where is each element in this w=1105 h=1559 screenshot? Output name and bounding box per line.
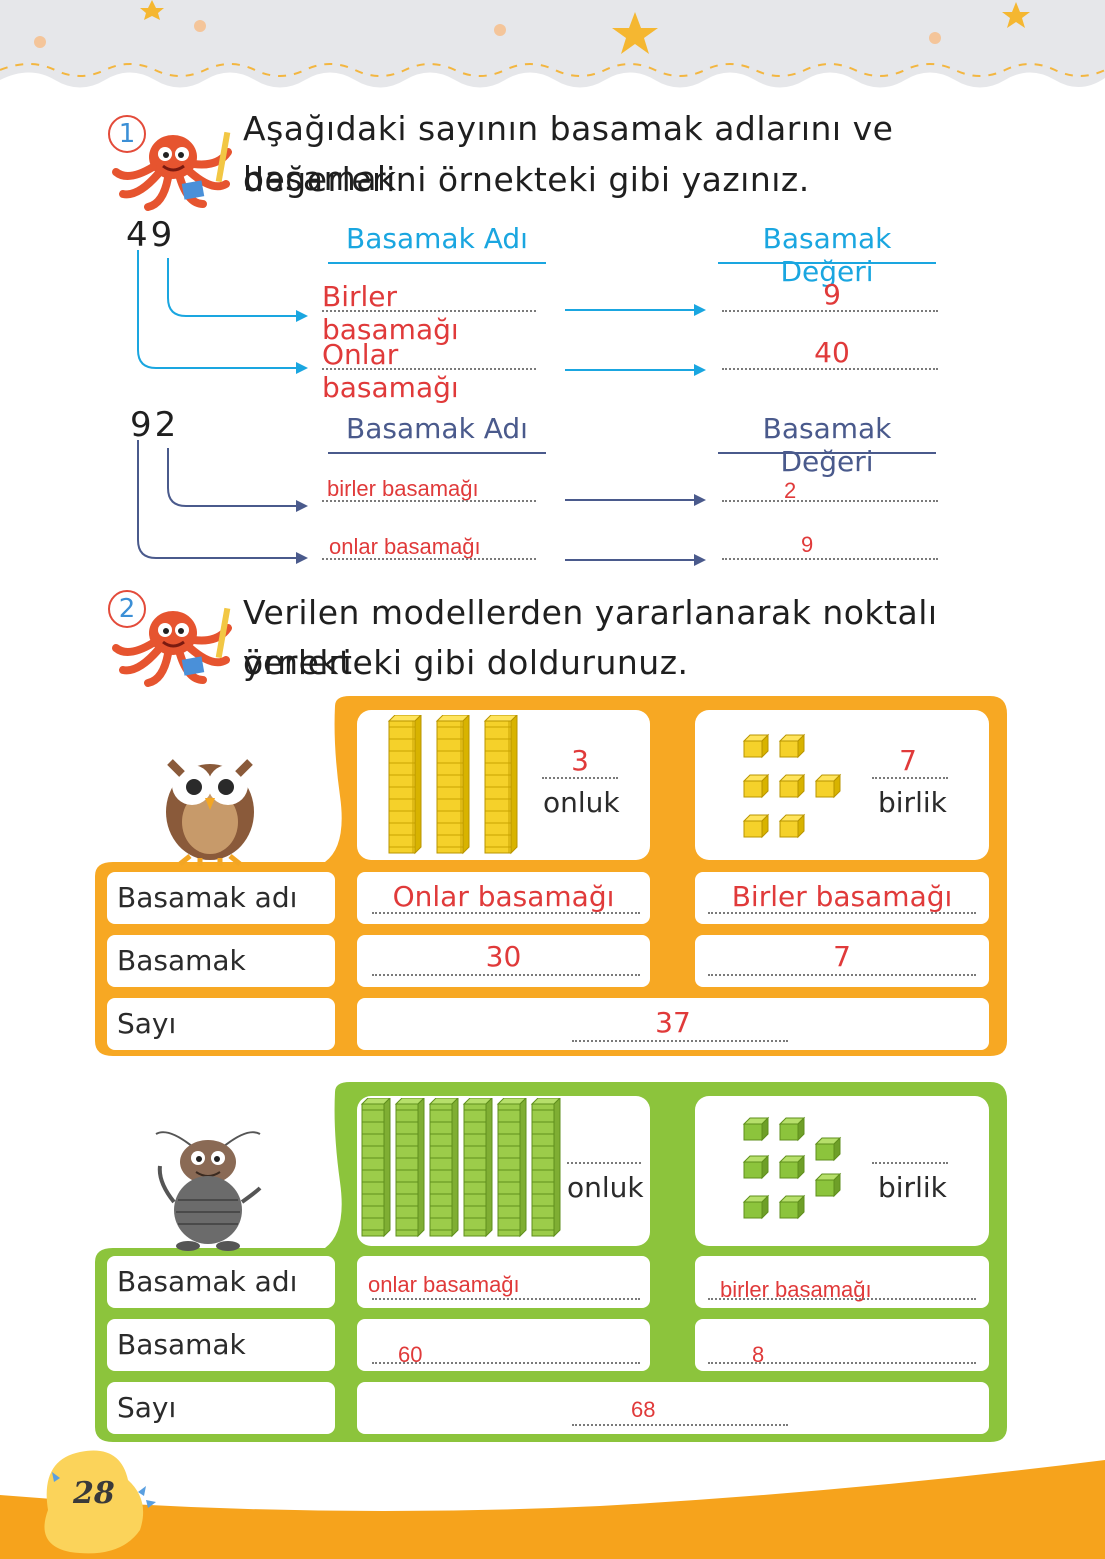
dotted-line (722, 500, 938, 502)
question-number-badge: 1 (108, 115, 146, 153)
example2-row2-value: 9 (801, 532, 814, 557)
dotted-line (708, 1362, 976, 1364)
model2-number-cell[interactable] (357, 1382, 989, 1434)
model2-ones-name: birler basamağı (720, 1277, 872, 1302)
dotted-line (322, 368, 536, 370)
model1-ones-name-cell[interactable] (695, 872, 989, 924)
question2-instruction-line2: örnekteki gibi doldurunuz. (243, 643, 689, 682)
model2-ones-value: 8 (752, 1342, 765, 1367)
model2-tens-word: onluk (567, 1171, 644, 1204)
octopus-mascot-icon (112, 131, 232, 211)
model1-ones-value-cell[interactable] (695, 935, 989, 987)
dotted-line (572, 1040, 788, 1042)
example2-head-value: Basamak Değeri (762, 412, 892, 478)
model1-tens-name-cell[interactable] (357, 872, 650, 924)
star-icon (140, 0, 164, 20)
model1-ones-blocks-icon (742, 733, 842, 839)
model1-ones-word: birlik (878, 786, 947, 819)
model1-label-basamak-adi: Basamak adı (107, 872, 335, 924)
model2-tens-value: 60 (398, 1342, 423, 1367)
model2-number: 68 (631, 1397, 656, 1422)
model2-label-sayi: Sayı (107, 1382, 335, 1434)
example1-head-value: Basamak Değeri (762, 222, 892, 288)
example1-head-name: Basamak Adı (346, 222, 528, 255)
example2-row1-value: 2 (784, 478, 797, 503)
example2-head-name: Basamak Adı (346, 412, 528, 445)
example2-row1-name: birler basamağı (327, 476, 479, 501)
model2-ones-blocks-icon (742, 1116, 842, 1220)
dotted-line (722, 558, 938, 560)
dotted-line (372, 1362, 640, 1364)
model1-tens-word: onluk (543, 786, 620, 819)
example1-row1-name: Birler basamağı (322, 280, 459, 346)
dotted-line (572, 1424, 788, 1426)
bug-mascot-icon (155, 1131, 262, 1251)
star-icon (612, 12, 658, 54)
example1-row2-value: 40 (814, 336, 850, 369)
question1-instruction-line1: Aşağıdaki sayının basamak adlarını ve ba… (243, 109, 894, 198)
model1-tens-value: 30 (485, 940, 522, 973)
model1-ones-value: 7 (833, 940, 851, 973)
model1-tens-count: 3 (571, 744, 589, 777)
model1-tens-value-cell[interactable] (357, 935, 650, 987)
divider (718, 262, 936, 264)
dotted-line (372, 1298, 640, 1300)
question2-instruction-line1: Verilen modellerden yararlanarak noktalı… (243, 593, 938, 682)
example2-arrows (137, 440, 706, 566)
example2-row2-name: onlar basamağı (329, 534, 481, 559)
model1-ones-name: Birler basamağı (731, 880, 953, 913)
model1-number: 37 (655, 1006, 691, 1039)
model1-tens-name: Onlar basamağı (392, 880, 615, 913)
question-number-badge: 2 (108, 590, 146, 628)
example1-row1-value: 9 (823, 278, 841, 311)
example2-number: 92 (130, 405, 180, 445)
divider (718, 452, 936, 454)
dotted-line (708, 974, 976, 976)
model2-tens-blocks-icon (360, 1098, 561, 1238)
example1-arrows (137, 250, 706, 376)
dotted-line (708, 912, 976, 914)
model1-ones-count: 7 (899, 744, 917, 777)
dotted-line (708, 1298, 976, 1300)
model2-label-basamak-degeri: Basamak değeri (107, 1319, 335, 1413)
header-decoration (0, 0, 1105, 88)
model2-tens-name: onlar basamağı (368, 1272, 520, 1297)
divider (328, 262, 546, 264)
dotted-line (567, 1162, 641, 1164)
model2-label-basamak-adi: Basamak adı (107, 1256, 335, 1308)
dotted-line (372, 912, 640, 914)
dotted-line (542, 777, 618, 779)
star-icon (1002, 2, 1030, 28)
footer-wave (0, 1450, 1105, 1559)
example1-row2-name: Onlar basamağı (322, 338, 459, 404)
divider (328, 452, 546, 454)
model1-label-basamak-degeri: Basamak değeri (107, 935, 335, 1029)
question1-instruction-line2: değerlerini örnekteki gibi yazınız. (243, 160, 810, 199)
dotted-line (322, 310, 536, 312)
dotted-line (722, 310, 938, 312)
owl-mascot-icon (166, 759, 254, 866)
model1-label-sayi: Sayı (107, 998, 335, 1050)
example1-number: 49 (126, 215, 176, 255)
dotted-line (872, 1162, 948, 1164)
model1-tens-blocks-icon (387, 715, 518, 855)
dotted-line (322, 558, 536, 560)
page-number: 28 (73, 1476, 115, 1511)
model2-ones-word: birlik (878, 1171, 947, 1204)
dotted-line (722, 368, 938, 370)
octopus-mascot-icon (112, 607, 232, 687)
dotted-line (372, 974, 640, 976)
dotted-line (322, 500, 536, 502)
dotted-line (872, 777, 948, 779)
